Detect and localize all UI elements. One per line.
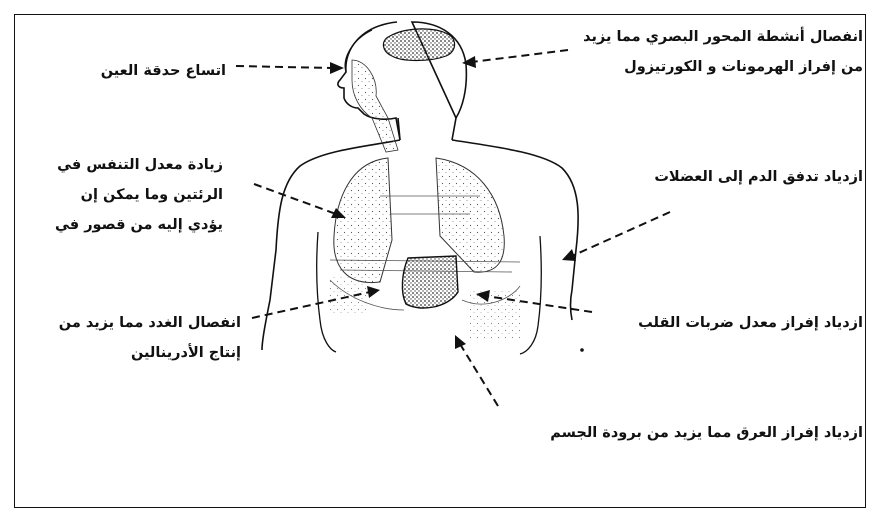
- arrowhead-blood-flow: [562, 249, 576, 261]
- arrowhead-pupil: [330, 62, 344, 74]
- label-breathing-line-1: زيادة معدل التنفس في: [55, 150, 223, 180]
- label-adrenaline-line-2: إنتاج الأدرينالين: [59, 338, 241, 368]
- label-pupil-dilation: اتساع حدقة العين: [101, 56, 226, 86]
- label-hormones-line-1: انفصال أنشطة المحور البصري مما يزيد: [583, 22, 863, 52]
- left-lung: [334, 158, 392, 283]
- label-hormones-line-2: من إفراز الهرمونات و الكورتيزول: [583, 52, 863, 82]
- label-blood-flow: ازدياد تدفق الدم إلى العضلات: [654, 162, 863, 192]
- label-breathing-line-3: يؤدي إليه من قصور في: [55, 210, 223, 240]
- heart: [402, 256, 458, 308]
- arrow-pupil: [236, 66, 332, 68]
- arrow-blood-flow: [572, 212, 670, 256]
- arrow-hormones: [472, 50, 568, 62]
- label-sweat: ازدياد إفراز العرق مما يزيد من برودة الج…: [550, 418, 863, 448]
- arrowhead-sweat: [455, 335, 466, 349]
- stray-dot: [580, 348, 584, 352]
- label-breathing-line-2: الرئتين وما يمكن إن: [55, 180, 223, 210]
- arrow-breathing: [254, 184, 336, 214]
- throat: [352, 60, 398, 152]
- neck-outline: [398, 118, 456, 140]
- label-hormones: انفصال أنشطة المحور البصري مما يزيد من إ…: [583, 22, 863, 82]
- brain: [383, 29, 454, 61]
- torso-outline: [262, 140, 578, 350]
- right-lung: [436, 158, 504, 272]
- arrow-sweat: [460, 344, 498, 406]
- label-heart-rate: ازدياد إفراز معدل ضربات القلب: [638, 308, 863, 338]
- label-breathing: زيادة معدل التنفس في الرئتين وما يمكن إن…: [55, 150, 223, 240]
- arrowhead-adrenaline: [367, 286, 380, 298]
- label-adrenaline-line-1: انفصال الغدد مما يزيد من: [59, 308, 241, 338]
- label-adrenaline: انفصال الغدد مما يزيد من إنتاج الأدرينال…: [59, 308, 241, 368]
